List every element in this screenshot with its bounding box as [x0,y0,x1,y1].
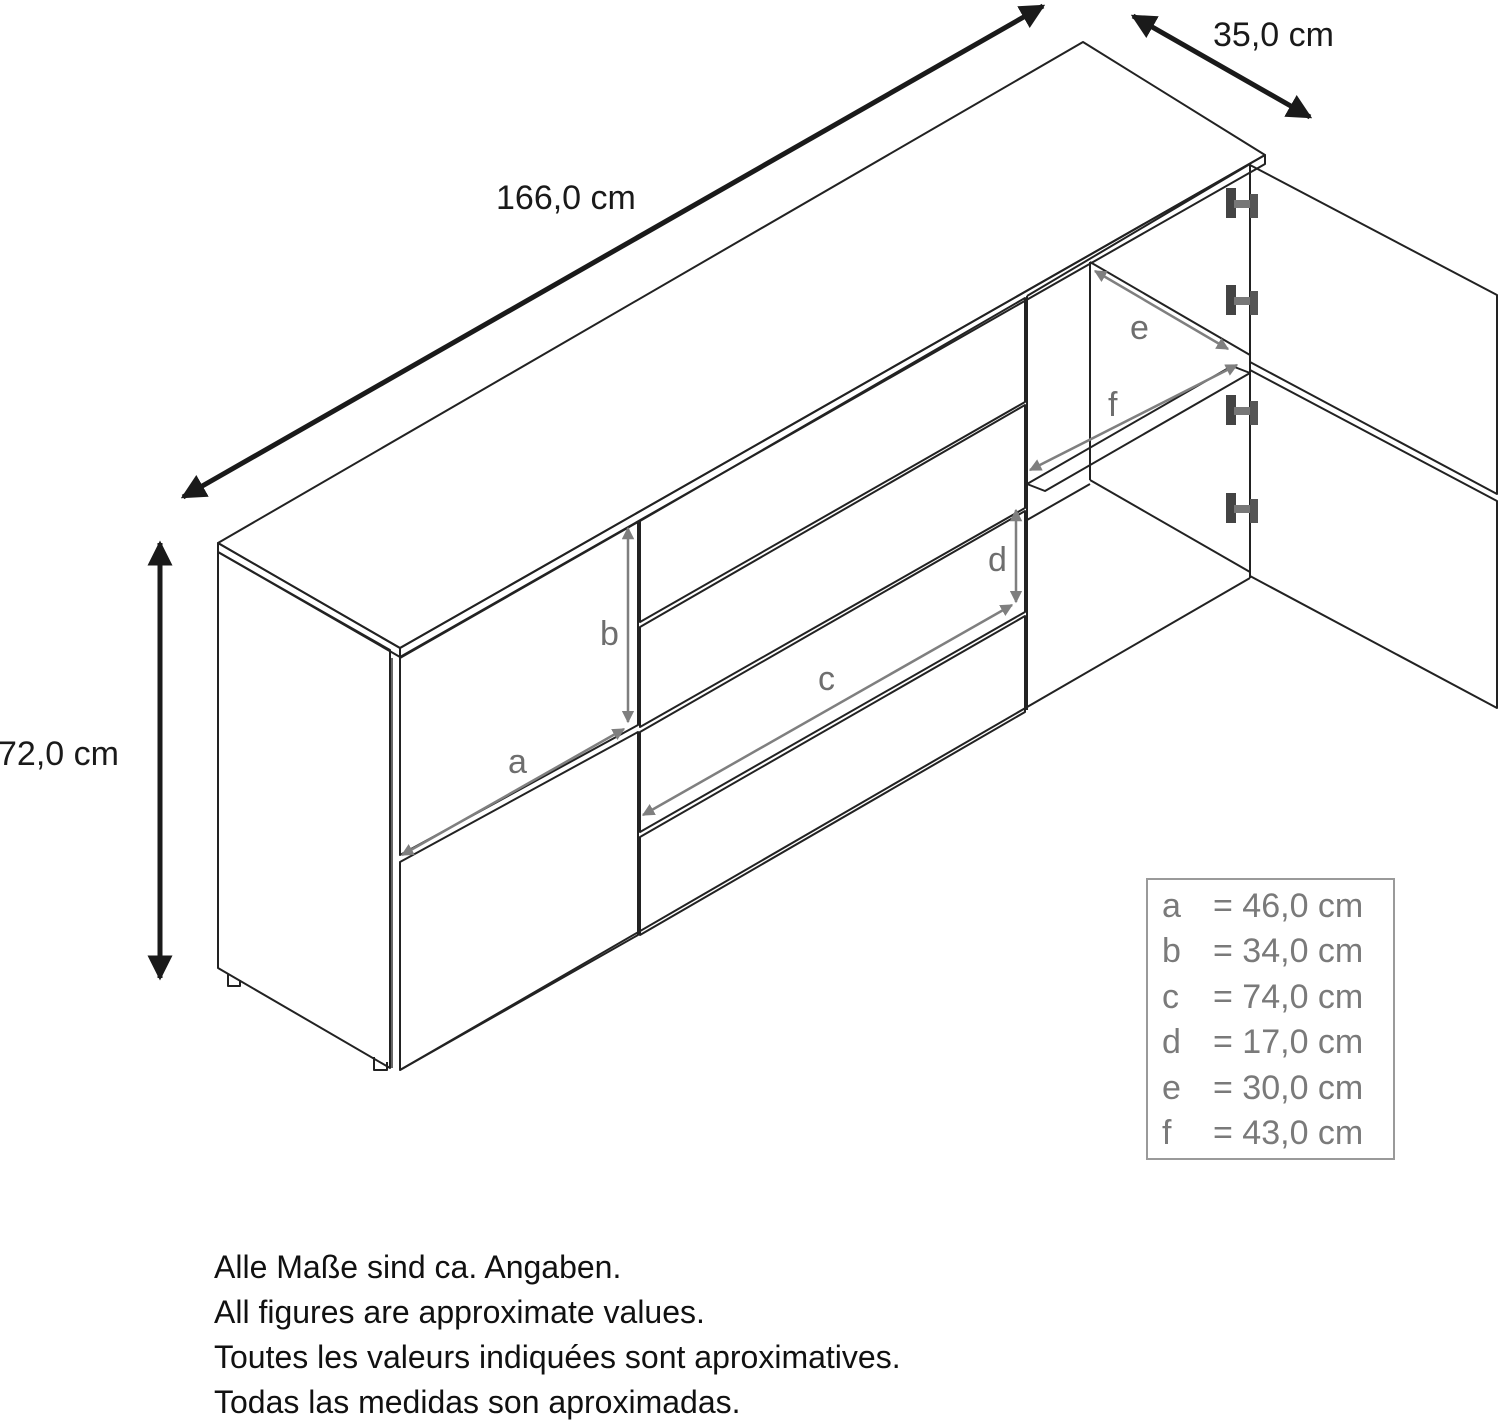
legend-box: a = 46,0 cm b = 34,0 cm c = 74,0 cm d = … [1146,878,1395,1160]
hinge-icon-3 [1226,395,1258,425]
legend-key-e: e [1162,1069,1181,1107]
legend-value-b: = 34,0 cm [1213,932,1363,970]
legend-value-e: = 30,0 cm [1213,1069,1363,1107]
top-panel-long-edge [399,154,1266,658]
legend-value-a: = 46,0 cm [1213,887,1363,925]
open-upper-door [1249,164,1498,495]
dim-f-arrow [1028,363,1239,472]
depth-label: 35,0 cm [1213,16,1334,54]
dim-c-arrow [641,603,1014,817]
legend-value-c: = 74,0 cm [1213,978,1363,1016]
sideboard-body [217,41,1266,1071]
legend-key-a: a [1162,887,1181,925]
dim-d-label: d [988,541,1007,579]
note-french: Toutes les valeurs indiquées sont aproxi… [214,1339,901,1375]
legend-key-b: b [1162,932,1181,970]
left-door-section [391,521,639,1071]
dim-a-arrow [400,727,626,857]
legend-value-d: = 17,0 cm [1213,1023,1363,1061]
dim-b-label: b [600,615,619,653]
inner-dimensions: a b c d e f [400,269,1239,857]
left-upper-door [399,521,639,856]
height-label: 72,0 cm [0,735,119,773]
note-spanish: Todas las medidas son aproximadas. [214,1384,741,1420]
drawer-3 [639,510,1026,833]
legend-key-d: d [1162,1023,1181,1061]
dim-c-label: c [818,660,835,698]
width-label: 166,0 cm [496,179,636,217]
open-compartment [1026,163,1251,710]
compartment-shelf [1026,365,1251,492]
left-lower-door [399,731,639,1071]
legend-key-c: c [1162,978,1179,1016]
drawer-1 [639,297,1026,623]
disclaimer-notes: Alle Maße sind ca. Angaben. All figures … [214,1245,1214,1425]
depth-arrow [1130,13,1313,120]
open-lower-door [1249,369,1498,709]
overall-dimensions: 166,0 cm 35,0 cm 72,0 cm [0,3,1334,981]
legend-key-f: f [1162,1114,1172,1152]
compartment-back-top [1026,163,1251,297]
left-side-panel [217,551,391,1069]
drawer-section [639,297,1026,936]
dim-a-label: a [508,743,527,781]
foot-left [227,974,241,987]
top-panel [217,41,1266,649]
hinge-icon-1 [1226,188,1258,218]
hinge-icon-2 [1226,285,1258,315]
note-english: All figures are approximate values. [214,1294,705,1330]
hinge-icon-4 [1226,493,1258,523]
open-doors [1226,164,1498,709]
compartment-floor-back [1089,479,1251,573]
legend-frame [1146,878,1395,1160]
dim-e-arrow [1093,269,1230,351]
foot-right [373,1057,388,1071]
width-arrow [180,3,1046,500]
note-german: Alle Maße sind ca. Angaben. [214,1249,622,1285]
dim-f-label: f [1108,386,1118,424]
base-edge [399,577,1251,1071]
legend-value-f: = 43,0 cm [1213,1114,1363,1152]
compartment-floor-front [1026,483,1091,521]
dim-e-label: e [1130,309,1149,347]
